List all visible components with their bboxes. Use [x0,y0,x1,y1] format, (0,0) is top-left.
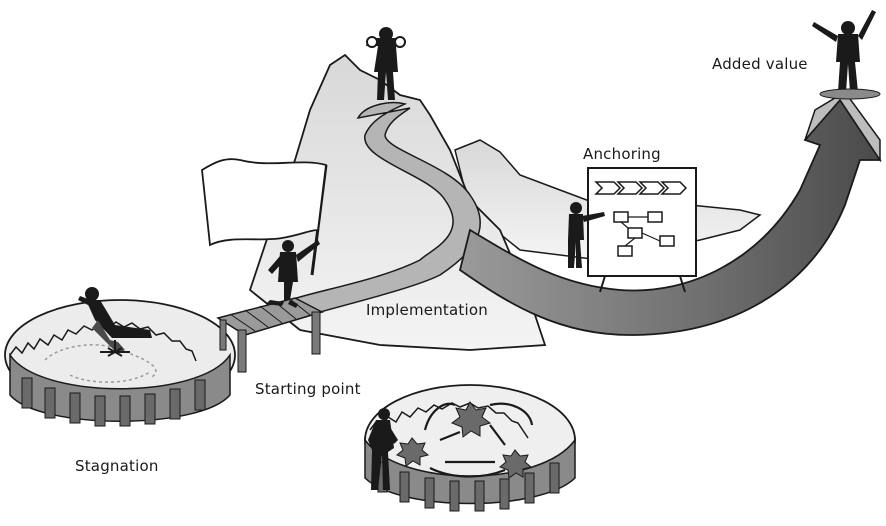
person-relaxing [78,287,152,357]
person-binoculars [366,27,406,100]
flag [201,158,328,276]
anchoring-board [587,167,697,293]
anchoring-label: Anchoring [583,145,661,163]
person-presenter [568,202,605,268]
stagnation-label: Stagnation [75,457,159,475]
added-value-label: Added value [712,55,808,73]
person-celebrating [812,10,876,92]
arrow-head-top [804,91,881,163]
person-observer [368,408,398,490]
cycle-gear [364,384,576,512]
implementation-label: Implementation [366,301,488,319]
rising-arrow [458,98,882,336]
person-flag-holder [266,240,320,308]
winding-road [288,101,481,319]
starting-point-label: Starting point [255,380,361,398]
stagnation-gear [4,299,236,427]
